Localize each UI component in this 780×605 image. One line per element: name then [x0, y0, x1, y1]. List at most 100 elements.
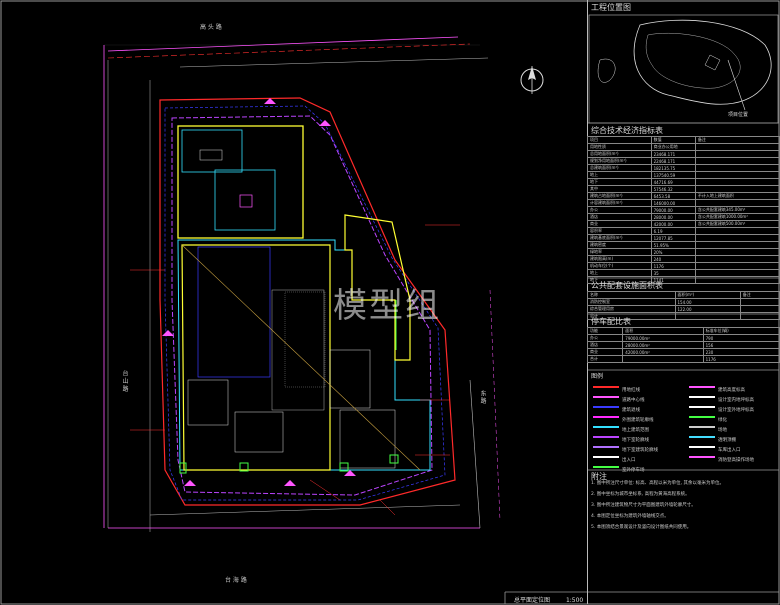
legend-item: 室外停车场	[593, 466, 645, 473]
table-row: 用地性质商业办公用地	[587, 143, 780, 151]
table-cell: 面积	[622, 327, 704, 335]
table-cell: 总用地面积(m²)	[587, 150, 652, 158]
legend-symbol-icon	[689, 426, 715, 433]
table-cell: 137540.59	[650, 171, 696, 179]
table-cell: 规划净用地面积(m²)	[587, 157, 652, 165]
table-cell	[694, 185, 780, 193]
legend-symbol-icon	[689, 456, 715, 463]
table-row: 规划净用地面积(m²)22468.171	[587, 157, 780, 165]
location-map	[588, 14, 779, 124]
table-cell: 建筑占地面积(m²)	[587, 192, 652, 200]
table-cell	[622, 355, 704, 363]
table-cell: 154.00	[674, 298, 741, 306]
legend-item: 地下室建筑轮廓线	[593, 446, 658, 453]
project-location-label: 项目位置	[728, 112, 749, 118]
table-cell	[694, 262, 780, 270]
legend-symbol-icon	[593, 426, 619, 433]
table-cell	[739, 305, 780, 313]
table-row: 总用地面积(m²)23468.171	[587, 150, 780, 158]
table-cell: 商业办公用地	[650, 143, 696, 151]
table-cell: 面积(m²)	[674, 291, 741, 299]
table-cell: 含公共配套建筑345.00m²	[694, 206, 780, 214]
table-cell: 建筑基底面积(m²)	[587, 234, 652, 242]
legend-label: 绿化	[718, 418, 727, 423]
table-cell: 地上	[587, 171, 652, 179]
legend-label: 透明顶棚	[718, 438, 736, 443]
table-cell: 商业	[587, 220, 652, 228]
table-cell: 地下	[587, 178, 652, 186]
table-row: 建筑基底面积(m²)12077.85	[587, 234, 780, 242]
table-cell: 建筑密度	[587, 241, 652, 249]
road-left	[103, 45, 151, 532]
table-cell: 44716.69	[650, 178, 696, 186]
table-cell: 156	[702, 341, 780, 349]
table-cell: 名称	[587, 291, 676, 299]
note-item: 3. 图中所注建筑物尺寸为平面图建筑外墙轮廓尺寸。	[591, 503, 696, 508]
notes-title: 附注	[591, 472, 607, 481]
table-cell: 不计入地上建筑面积	[694, 192, 780, 200]
north-arrow-icon	[520, 66, 544, 94]
table-cell: 商业	[586, 348, 624, 356]
road-label-right: 东 路	[479, 390, 486, 404]
legend-symbol-icon	[689, 436, 715, 443]
table-cell	[694, 171, 780, 179]
green-areas	[179, 300, 399, 474]
table-cell: 20%	[650, 248, 696, 256]
table-cell	[694, 255, 780, 263]
legend-item: 消防登高操作场地	[689, 456, 754, 463]
podium	[177, 239, 431, 471]
table-cell: 42000.00	[650, 220, 696, 228]
legend-symbol-icon	[689, 386, 715, 393]
table-row: 计容建筑面积(m²)146000.00	[587, 199, 780, 207]
table-cell: 机动车位(个)	[587, 262, 652, 270]
legend-symbol-icon	[593, 466, 619, 473]
table-cell: 计容建筑面积(m²)	[587, 199, 652, 207]
legend-item: 建筑高度标高	[689, 386, 745, 393]
road-label-top: 高 头 路	[200, 24, 222, 31]
legend-symbol-icon	[593, 456, 619, 463]
legend-label: 设计室外地坪标高	[718, 408, 754, 413]
legend-symbol-icon	[593, 416, 619, 423]
entrance-markers	[162, 98, 356, 486]
legend-label: 设计室内地坪标高	[718, 398, 754, 403]
table-cell: 地上	[587, 269, 652, 277]
legend-label: 建筑高度标高	[718, 388, 745, 393]
road-label-bottom: 台 海 路	[225, 577, 247, 584]
sheet-title: 总平面定位图 1:500	[514, 595, 583, 604]
legend-item: 场地	[689, 426, 727, 433]
table-cell: 1141	[650, 276, 696, 284]
table-cell: 79000.00	[650, 206, 696, 214]
table-cell: 酒店	[587, 213, 652, 221]
table-cell	[694, 241, 780, 249]
table-cell: 51.95%	[650, 241, 696, 249]
table-cell: 建筑限高(m)	[587, 255, 652, 263]
legend-item: 绿化	[689, 416, 727, 423]
table-row: 功能面积标准车位(辆)	[586, 327, 780, 335]
road-right	[469, 289, 501, 529]
table-cell: 办公	[587, 206, 652, 214]
legend-symbol-icon	[593, 386, 619, 393]
legend-label: 出入口	[622, 458, 636, 463]
legend-title: 图例	[591, 373, 604, 380]
tech-table-title: 综合技术经济指标表	[591, 126, 663, 135]
legend-label: 地下室建筑轮廓线	[622, 448, 658, 453]
table-cell: 标准车位(辆)	[702, 327, 780, 335]
legend-label: 用地红线	[622, 388, 640, 393]
legend-label: 道路中心线	[622, 398, 645, 403]
table-row: 名称面积(m²)备注	[587, 291, 780, 299]
road-bottom	[108, 504, 480, 529]
